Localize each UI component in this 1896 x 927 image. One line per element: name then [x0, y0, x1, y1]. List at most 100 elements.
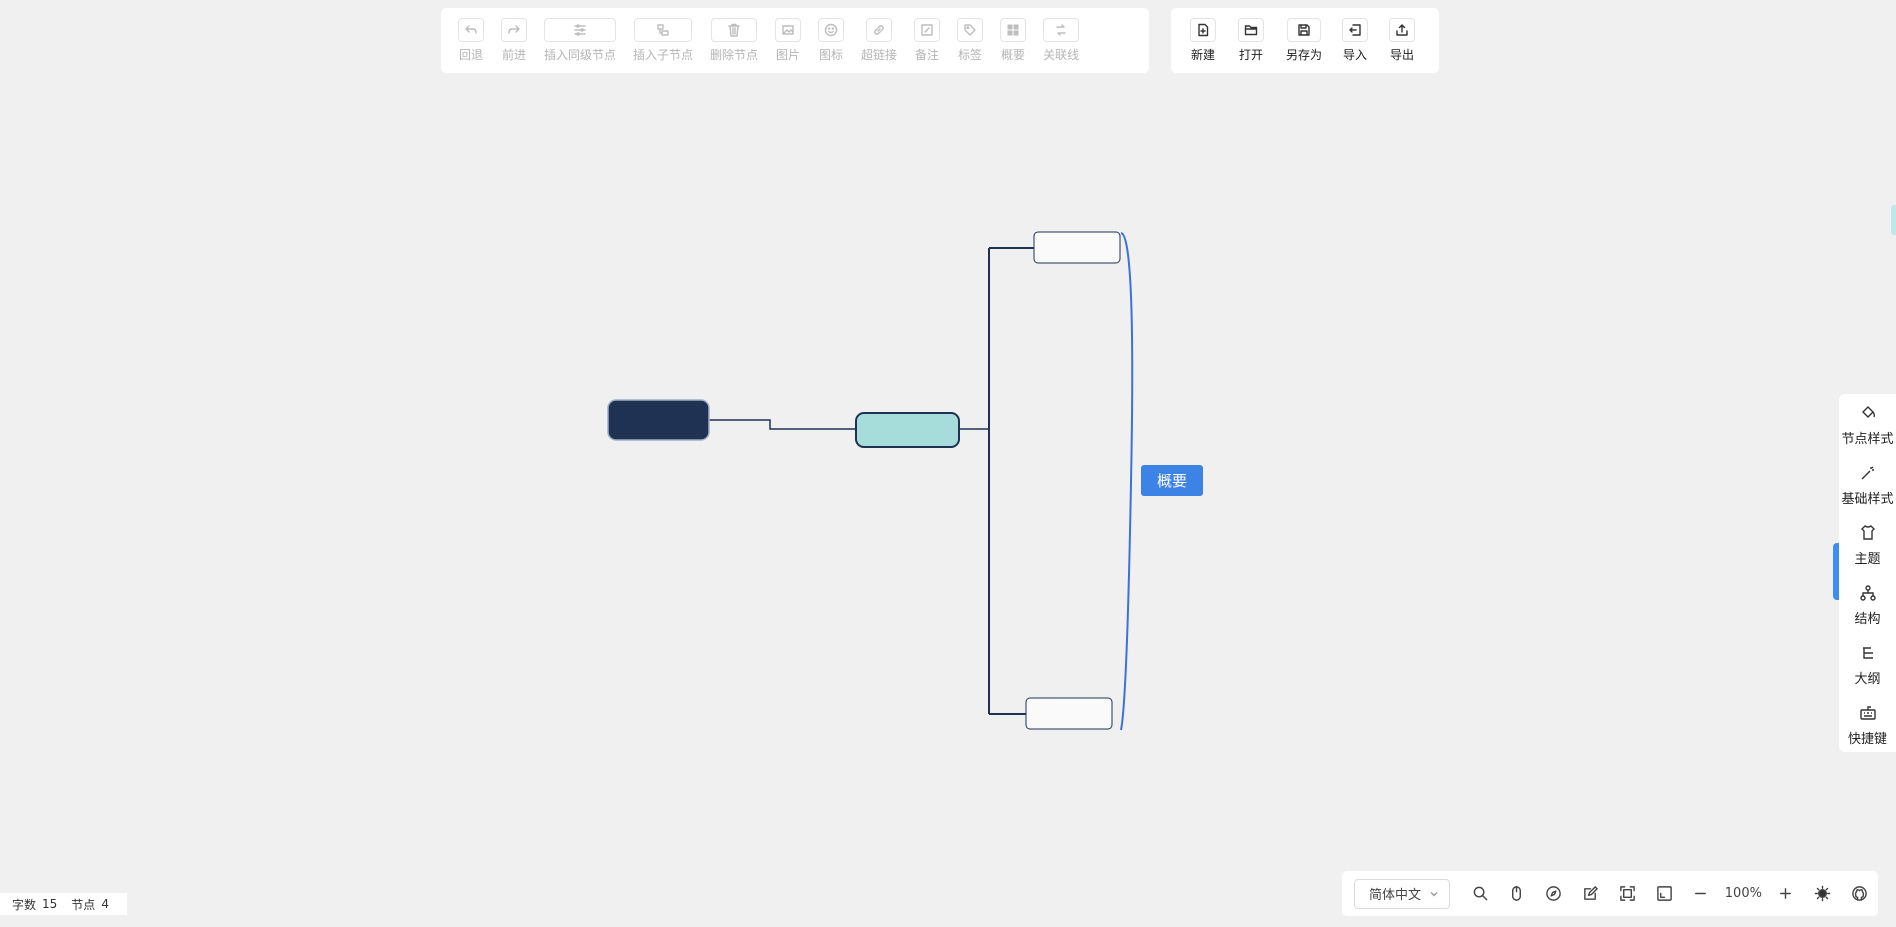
compass-icon	[1546, 886, 1561, 901]
zoom-in-button[interactable]	[1768, 879, 1805, 909]
child-node[interactable]	[855, 412, 960, 448]
summary-button[interactable]: 概要	[1000, 18, 1027, 63]
root-node[interactable]	[607, 399, 710, 441]
note-label: 备注	[915, 48, 940, 62]
sidebar-item-base-style[interactable]: 基础样式	[1839, 460, 1896, 520]
sidebar-item-label: 结构	[1854, 612, 1881, 627]
import-button[interactable]: 导入	[1342, 18, 1369, 63]
keyboard-icon	[1859, 706, 1876, 720]
fit-canvas-button[interactable]	[1609, 879, 1646, 909]
import-icon	[1349, 24, 1361, 36]
association-line-icon	[1056, 24, 1066, 36]
sidebar-item-label: 快捷键	[1847, 732, 1887, 747]
chevron-down-icon	[1430, 891, 1438, 896]
sidebar-item-node-style[interactable]: 节点样式	[1839, 400, 1896, 460]
mouse-icon	[1512, 886, 1522, 901]
sidebar-item-label: 大纲	[1854, 672, 1881, 687]
open-file-label: 打开	[1238, 48, 1263, 62]
file-toolbar: 新建 打开 另存为 导入 导出	[1171, 8, 1439, 73]
note-button[interactable]: 备注	[914, 18, 941, 63]
new-file-icon	[1198, 23, 1209, 37]
magic-wand-icon	[1861, 466, 1874, 480]
image-button[interactable]: 图片	[775, 18, 802, 63]
association-line-button[interactable]: 关联线	[1043, 18, 1079, 63]
grandchild-node-top[interactable]	[1033, 231, 1121, 264]
paint-bucket-icon	[1861, 406, 1875, 418]
right-sidebar: 节点样式 基础样式 主题 结构 大纲 快捷键	[1839, 394, 1896, 752]
node-count-label: 节点	[71, 897, 96, 912]
insert-child-icon	[657, 24, 669, 36]
insert-sibling-button[interactable]: 插入同级节点	[544, 18, 616, 63]
language-select[interactable]: 简体中文	[1354, 878, 1450, 909]
undo-button[interactable]: 回退	[458, 18, 484, 63]
redo-label: 前进	[501, 48, 526, 62]
export-button[interactable]: 导出	[1389, 18, 1416, 63]
edit-mode-button[interactable]	[1572, 879, 1609, 909]
fullscreen-button[interactable]	[1646, 879, 1683, 909]
image-icon	[782, 25, 794, 35]
association-line-label: 关联线	[1043, 48, 1080, 62]
search-button[interactable]	[1462, 879, 1499, 909]
edit-icon	[1584, 886, 1598, 900]
summary-grid-icon	[1007, 24, 1019, 36]
redo-button[interactable]: 前进	[501, 18, 527, 63]
sidebar-item-structure[interactable]: 结构	[1839, 580, 1896, 640]
open-file-button[interactable]: 打开	[1238, 18, 1264, 63]
hyperlink-button[interactable]: 超链接	[861, 18, 897, 63]
import-label: 导入	[1343, 48, 1368, 62]
edge-marker	[1891, 205, 1896, 235]
sidebar-toggle-handle[interactable]	[1833, 543, 1839, 600]
fit-screen-icon	[1619, 886, 1635, 901]
insert-sibling-icon	[574, 24, 586, 36]
edit-toolbar: 回退 前进 插入同级节点 插入子节点 删除节点 图片 图标 超链接 备注 标签 …	[441, 8, 1149, 73]
theme-toggle-button[interactable]	[1804, 879, 1841, 909]
tag-label: 标签	[958, 48, 983, 62]
sidebar-item-label: 节点样式	[1841, 432, 1894, 447]
minus-icon	[1695, 892, 1707, 895]
insert-child-button[interactable]: 插入子节点	[633, 18, 693, 63]
icon-label: 图标	[819, 48, 844, 62]
edit-note-icon	[921, 24, 933, 36]
connector-root-to-child	[709, 419, 855, 430]
navigator-button[interactable]	[1535, 879, 1572, 909]
save-as-button[interactable]: 另存为	[1286, 18, 1322, 63]
export-icon	[1396, 24, 1408, 36]
github-button[interactable]	[1841, 879, 1878, 909]
trash-icon	[728, 23, 740, 37]
new-file-label: 新建	[1190, 48, 1215, 62]
folder-icon	[1244, 25, 1258, 36]
undo-label: 回退	[458, 48, 483, 62]
plus-icon	[1780, 888, 1792, 899]
sidebar-item-outline[interactable]: 大纲	[1839, 640, 1896, 700]
grandchild-node-bottom[interactable]	[1025, 697, 1113, 730]
new-file-button[interactable]: 新建	[1190, 18, 1216, 63]
sidebar-item-shortcuts[interactable]: 快捷键	[1839, 700, 1896, 760]
sidebar-item-theme[interactable]: 主题	[1839, 520, 1896, 580]
sun-icon	[1814, 885, 1831, 902]
insert-sibling-label: 插入同级节点	[544, 48, 617, 62]
undo-icon	[465, 25, 477, 34]
sidebar-item-label: 基础样式	[1841, 492, 1894, 507]
node-count-value: 4	[101, 897, 109, 911]
drag-mode-button[interactable]	[1498, 879, 1535, 909]
sidebar-item-label: 主题	[1854, 552, 1881, 567]
summary-label: 概要	[1001, 48, 1026, 62]
shirt-icon	[1860, 525, 1875, 540]
bottom-control-bar: 简体中文 100%	[1342, 871, 1878, 916]
zoom-out-button[interactable]	[1682, 879, 1719, 909]
status-bar: 字数 15 节点 4	[0, 893, 127, 915]
link-icon	[874, 25, 884, 35]
redo-icon	[508, 25, 520, 34]
delete-node-button[interactable]: 删除节点	[710, 18, 758, 63]
save-icon	[1298, 24, 1310, 36]
summary-node[interactable]: 概要	[1141, 465, 1203, 496]
delete-node-label: 删除节点	[710, 48, 759, 62]
tag-button[interactable]: 标签	[957, 18, 984, 63]
icon-button[interactable]: 图标	[818, 18, 845, 63]
word-count-value: 15	[42, 897, 58, 911]
search-icon	[1473, 886, 1487, 901]
zoom-level: 100%	[1724, 886, 1762, 901]
summary-bracket	[1120, 232, 1134, 731]
outline-list-icon	[1862, 647, 1873, 659]
